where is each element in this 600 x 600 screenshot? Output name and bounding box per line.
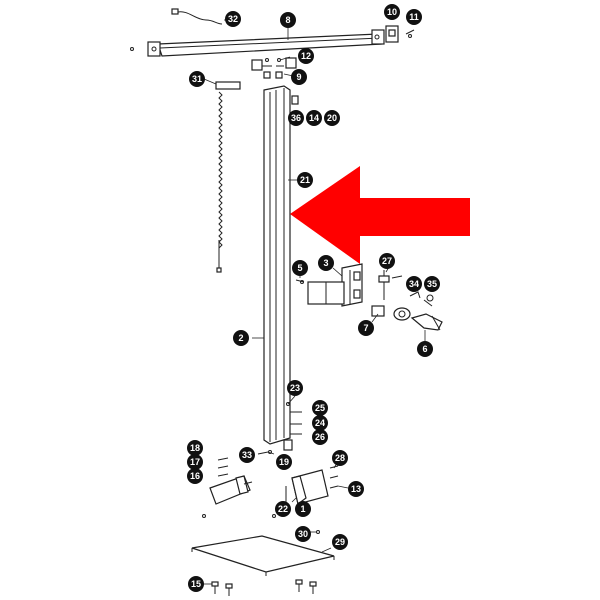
callout-badge-27: 27: [379, 253, 395, 269]
callout-badge-35: 35: [424, 276, 440, 292]
svg-text:17: 17: [190, 457, 200, 467]
svg-text:22: 22: [278, 504, 288, 514]
callout-badge-31: 31: [189, 71, 205, 87]
right-foot-bracket: [272, 465, 339, 518]
callout-badge-9: 9: [291, 69, 307, 85]
callout-badge-16: 16: [187, 468, 203, 484]
svg-text:35: 35: [427, 279, 437, 289]
svg-text:36: 36: [291, 113, 301, 123]
svg-text:28: 28: [335, 453, 345, 463]
vertical-column-part: [263, 85, 299, 445]
svg-text:20: 20: [327, 113, 337, 123]
svg-text:7: 7: [363, 323, 368, 333]
svg-text:14: 14: [309, 113, 319, 123]
svg-text:25: 25: [315, 403, 325, 413]
svg-text:24: 24: [315, 418, 325, 428]
cable-part: [171, 8, 223, 25]
callout-badge-29: 29: [332, 534, 348, 550]
svg-text:5: 5: [297, 263, 302, 273]
svg-text:13: 13: [351, 484, 361, 494]
svg-text:18: 18: [190, 443, 200, 453]
callout-badge-10: 10: [384, 4, 400, 20]
callout-badge-19: 19: [276, 454, 292, 470]
svg-text:9: 9: [296, 72, 301, 82]
callout-badge-14: 14: [306, 110, 322, 126]
callout-badge-26: 26: [312, 429, 328, 445]
callout-badge-6: 6: [417, 341, 433, 357]
svg-text:31: 31: [192, 74, 202, 84]
svg-text:26: 26: [315, 432, 325, 442]
callout-badge-20: 20: [324, 110, 340, 126]
callout-badge-22: 22: [275, 501, 291, 517]
callout-badge-15: 15: [188, 576, 204, 592]
svg-text:11: 11: [409, 12, 419, 22]
end-cap-part: [385, 25, 415, 43]
svg-text:34: 34: [409, 279, 419, 289]
svg-text:33: 33: [242, 450, 252, 460]
svg-text:32: 32: [228, 14, 238, 24]
svg-text:12: 12: [301, 51, 311, 61]
callout-badge-30: 30: [295, 526, 311, 542]
bolts-part: [211, 579, 317, 596]
svg-text:1: 1: [300, 504, 305, 514]
callout-badge-32: 32: [225, 11, 241, 27]
callout-badge-3: 3: [318, 255, 334, 271]
callout-badge-7: 7: [358, 320, 374, 336]
callout-badge-2: 2: [233, 330, 249, 346]
svg-text:23: 23: [290, 383, 300, 393]
callout-badge-34: 34: [406, 276, 422, 292]
svg-text:30: 30: [298, 529, 308, 539]
svg-text:27: 27: [382, 256, 392, 266]
callout-badge-17: 17: [187, 454, 203, 470]
svg-text:2: 2: [238, 333, 243, 343]
top-rail-part: [130, 29, 385, 57]
left-foot-bracket: [202, 457, 253, 518]
callout-badge-11: 11: [406, 9, 422, 25]
base-plate-part: [191, 530, 335, 576]
callout-badge-24: 24: [312, 415, 328, 431]
carriage-assembly: [295, 263, 443, 331]
callout-badge-36: 36: [288, 110, 304, 126]
spring-cord-part: [215, 81, 241, 273]
svg-text:19: 19: [279, 457, 289, 467]
callout-badge-21: 21: [297, 172, 313, 188]
large-arrow-left-icon: [290, 166, 470, 264]
callout-badge-13: 13: [348, 481, 364, 497]
callout-badge-25: 25: [312, 400, 328, 416]
svg-text:21: 21: [300, 175, 310, 185]
callout-badge-23: 23: [287, 380, 303, 396]
svg-text:29: 29: [335, 537, 345, 547]
callout-badge-28: 28: [332, 450, 348, 466]
callout-badge-8: 8: [280, 12, 296, 28]
callout-badge-18: 18: [187, 440, 203, 456]
callout-badge-12: 12: [298, 48, 314, 64]
callout-badge-1: 1: [295, 501, 311, 517]
callout-badge-5: 5: [292, 260, 308, 276]
svg-text:8: 8: [285, 15, 290, 25]
svg-text:16: 16: [190, 471, 200, 481]
svg-text:10: 10: [387, 7, 397, 17]
svg-text:3: 3: [323, 258, 328, 268]
svg-text:15: 15: [191, 579, 201, 589]
svg-text:6: 6: [422, 344, 427, 354]
callout-badge-33: 33: [239, 447, 255, 463]
